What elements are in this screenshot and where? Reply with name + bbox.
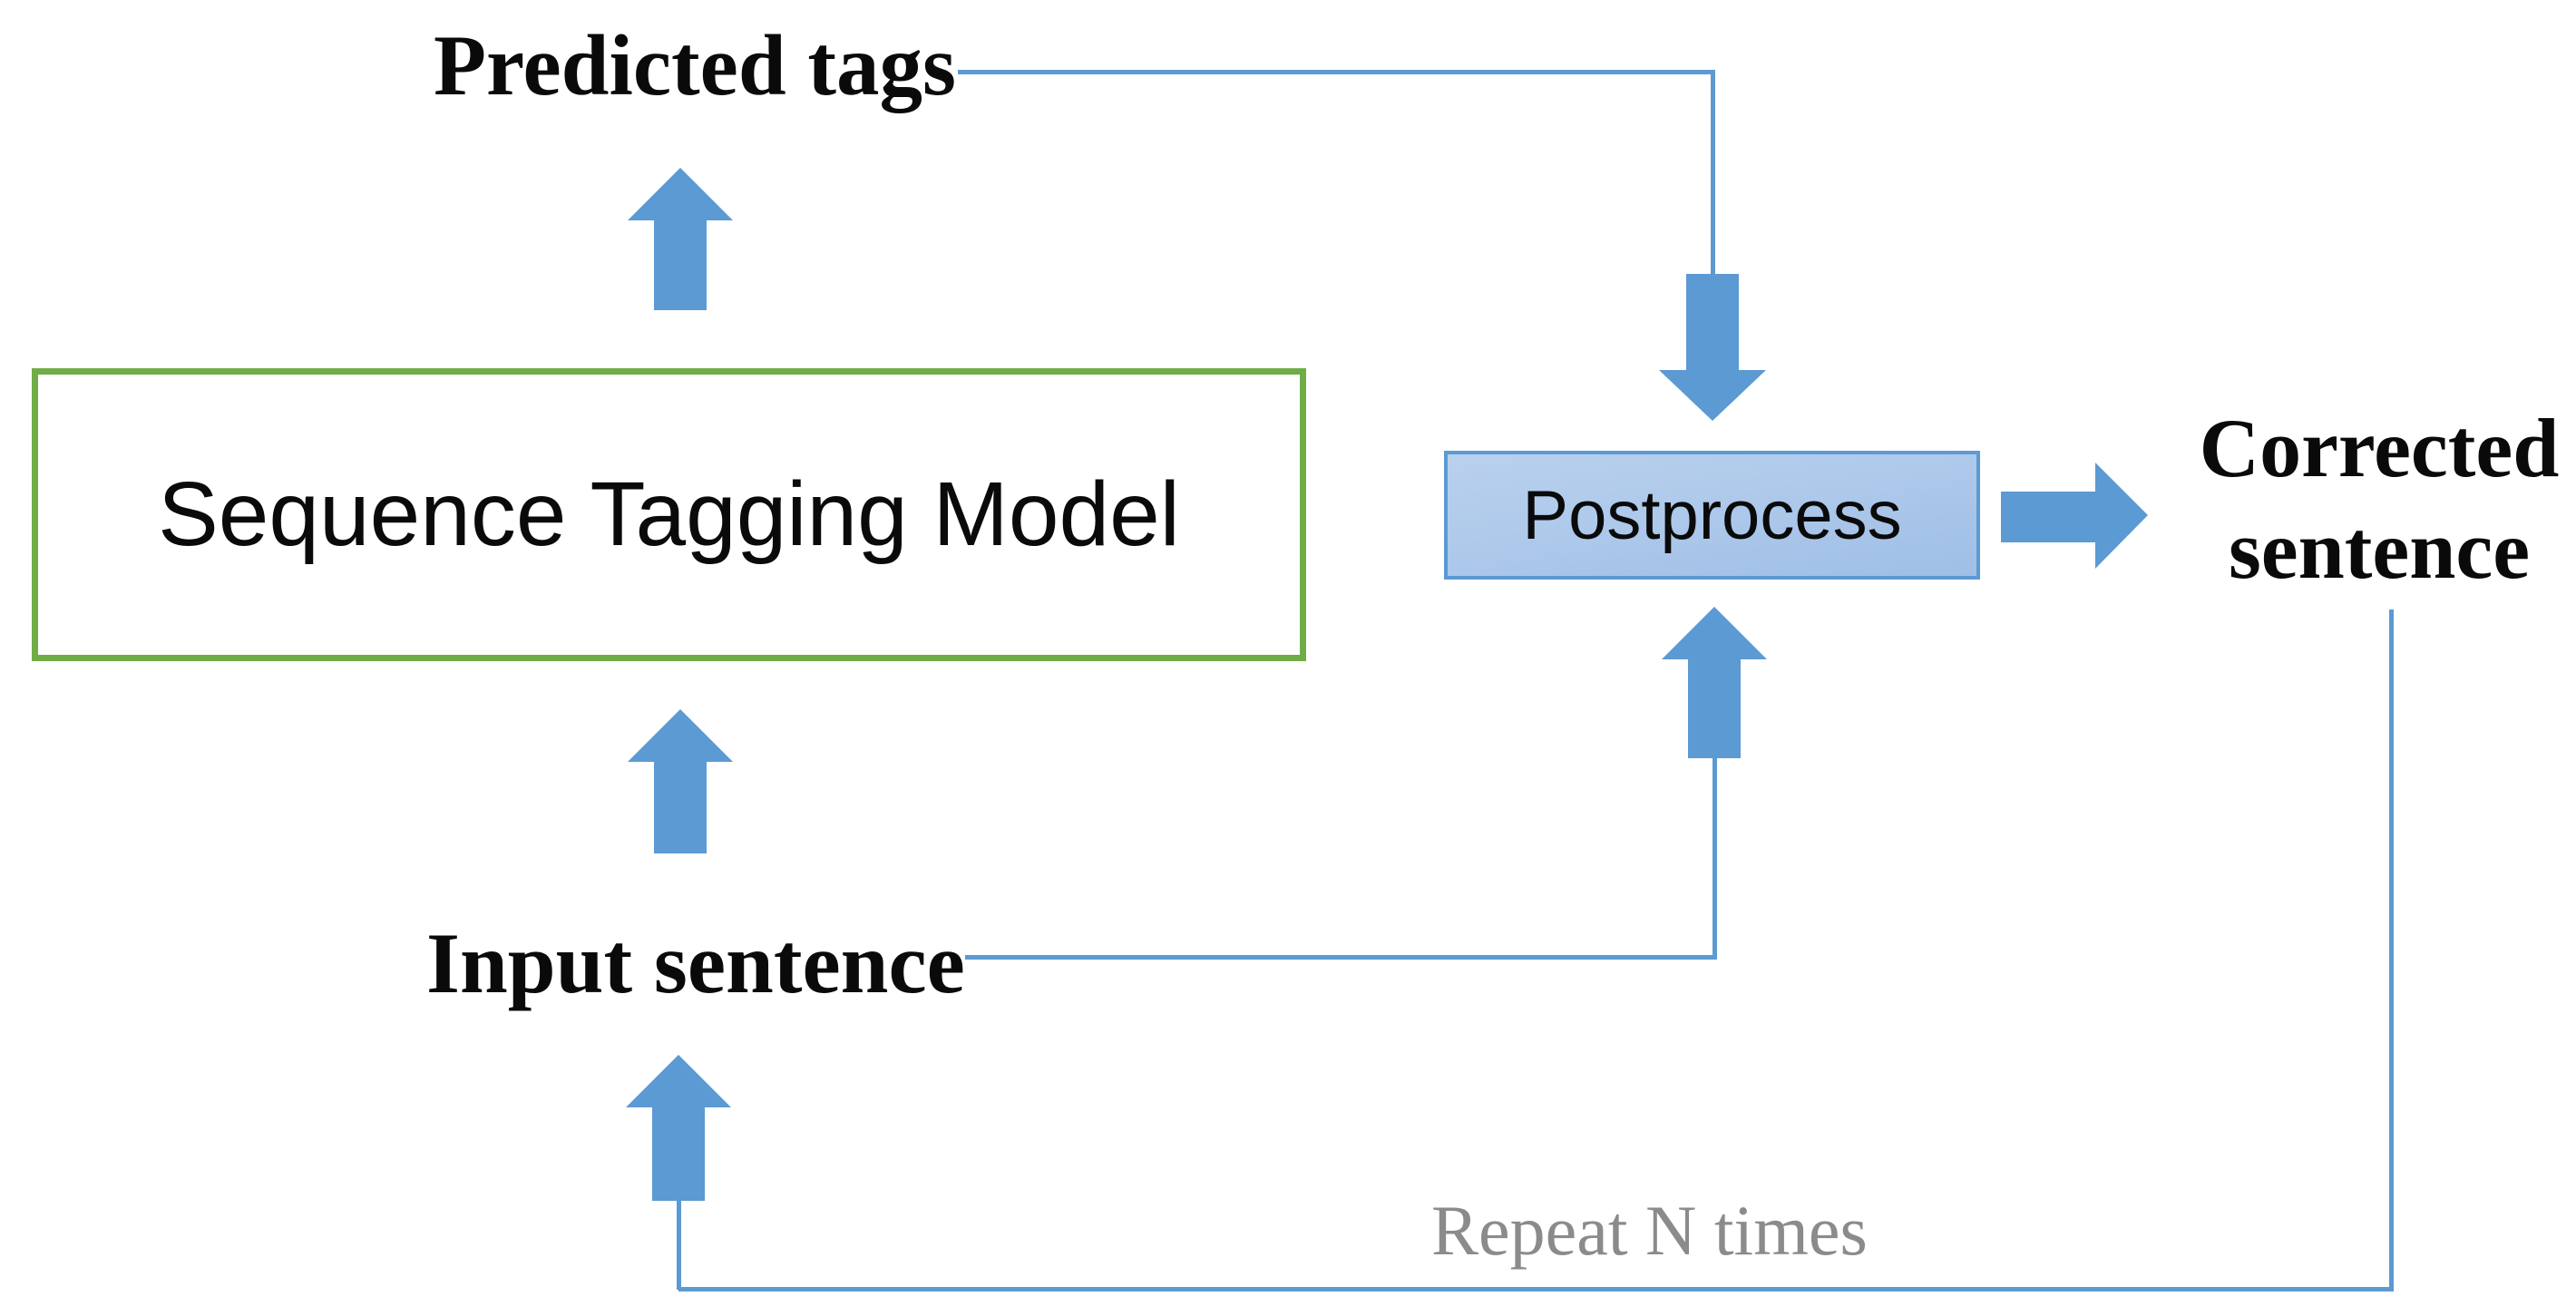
connector-input-to-postprocess-vertical [1712, 756, 1717, 960]
arrow-down-into-postprocess-icon [1659, 370, 1766, 421]
arrow-input-to-model-icon [628, 709, 733, 762]
arrow-feedback-to-input-icon [626, 1055, 731, 1107]
connector-predicted-to-postprocess-vertical [1711, 70, 1715, 276]
connector-input-to-postprocess-horizontal [965, 955, 1717, 960]
input-sentence-label: Input sentence [426, 915, 965, 1011]
arrow-down-into-postprocess-shaft [1686, 274, 1739, 372]
connector-predicted-to-postprocess-horizontal [958, 70, 1715, 74]
connector-feedback-vertical-right [2389, 609, 2394, 1292]
arrow-model-to-predicted-tags-shaft [654, 218, 707, 310]
postprocess-label: Postprocess [1522, 476, 1902, 554]
connector-feedback-horizontal-bottom [678, 1287, 2394, 1292]
predicted-tags-label: Predicted tags [434, 17, 957, 113]
arrow-model-to-predicted-tags-icon [628, 168, 733, 220]
arrow-up-into-postprocess-icon [1662, 607, 1767, 659]
sequence-tagging-model-label: Sequence Tagging Model [158, 463, 1180, 565]
arrow-postprocess-to-corrected-icon [2095, 463, 2148, 569]
arrow-input-to-model-shaft [654, 758, 707, 853]
arrow-postprocess-to-corrected-shaft [2001, 492, 2097, 542]
connector-feedback-vertical-left [677, 1199, 681, 1290]
arrow-feedback-to-input-shaft [652, 1106, 705, 1201]
repeat-n-times-note: Repeat N times [1431, 1191, 1868, 1270]
sequence-tagging-model-box: Sequence Tagging Model [32, 368, 1306, 661]
corrected-sentence-label: Corrected sentence [2199, 402, 2560, 597]
postprocess-box: Postprocess [1444, 451, 1980, 580]
arrow-up-into-postprocess-shaft [1688, 658, 1741, 758]
